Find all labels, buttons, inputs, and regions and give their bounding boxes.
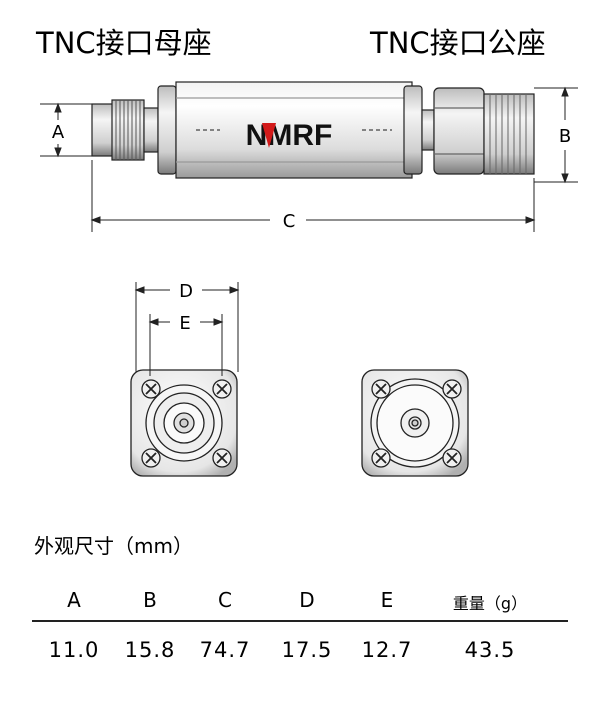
value-weight: 43.5 bbox=[464, 638, 516, 662]
value-e: 12.7 bbox=[361, 638, 413, 662]
female-connector-tip bbox=[91, 103, 115, 157]
male-connector-nut bbox=[433, 87, 485, 175]
thread-lines bbox=[115, 100, 141, 160]
dimension-a-label: A bbox=[52, 122, 65, 143]
dimension-d-label: D bbox=[179, 281, 193, 302]
male-connector-title: TNC接口公座 bbox=[370, 26, 546, 60]
value-a: 11.0 bbox=[48, 638, 100, 662]
female-connector-neck bbox=[143, 107, 159, 153]
dimension-d bbox=[134, 282, 240, 372]
value-d: 17.5 bbox=[281, 638, 333, 662]
dimensions-section-title: 外观尺寸（mm） bbox=[34, 534, 193, 558]
header-e: E bbox=[380, 588, 394, 612]
header-weight: 重量（g） bbox=[452, 594, 528, 613]
nmrf-logo: NMRF bbox=[246, 119, 333, 152]
dimension-e bbox=[148, 314, 224, 376]
male-center-pin bbox=[411, 419, 419, 427]
dimension-b-label: B bbox=[559, 126, 571, 147]
table-header-row: A B C D E 重量（g） bbox=[32, 578, 568, 622]
dimension-c bbox=[90, 160, 536, 232]
header-d: D bbox=[299, 588, 315, 612]
header-c: C bbox=[218, 588, 232, 612]
table-row: 11.0 15.8 74.7 17.5 12.7 43.5 bbox=[32, 634, 568, 676]
value-c: 74.7 bbox=[199, 638, 251, 662]
female-front-view bbox=[130, 369, 238, 477]
dimension-a bbox=[40, 102, 92, 158]
female-connector-title: TNC接口母座 bbox=[36, 26, 212, 60]
male-front-view bbox=[361, 369, 469, 477]
table-divider bbox=[32, 620, 568, 622]
female-center-pin bbox=[179, 418, 189, 428]
dimensions-table: A B C D E 重量（g） 11.0 15.8 74.7 17.5 12.7… bbox=[32, 578, 568, 676]
right-flange bbox=[403, 85, 423, 175]
left-flange bbox=[157, 85, 177, 175]
dimension-c-label: C bbox=[283, 211, 296, 232]
logo-text: NMRF bbox=[246, 119, 333, 152]
male-screws bbox=[371, 379, 462, 468]
dimension-e-label: E bbox=[179, 313, 190, 334]
value-b: 15.8 bbox=[124, 638, 176, 662]
header-a: A bbox=[67, 588, 81, 612]
technical-drawing: NMRF A B C bbox=[40, 81, 578, 477]
knurl-lines bbox=[489, 94, 527, 174]
dimension-b bbox=[534, 86, 578, 184]
male-connector-neck bbox=[421, 109, 435, 151]
side-view bbox=[91, 81, 535, 179]
header-b: B bbox=[143, 588, 157, 612]
female-screws bbox=[141, 379, 232, 468]
logo-red-triangle bbox=[262, 123, 276, 148]
